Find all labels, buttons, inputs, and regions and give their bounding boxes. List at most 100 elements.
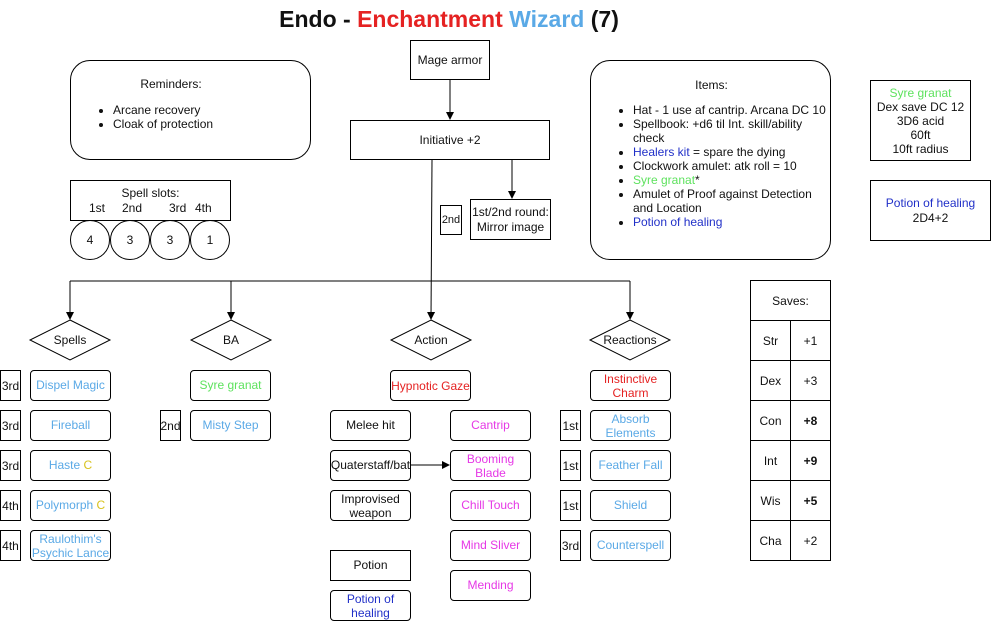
reaction-feather-fall[interactable]: Feather Fall <box>590 450 671 481</box>
save-value-proficient: +5 <box>790 480 831 521</box>
cantrip-name: Chill Touch <box>461 498 520 512</box>
save-stat: Wis <box>750 480 791 521</box>
slot-count-1st: 4 <box>70 220 110 260</box>
slot-count-3rd: 3 <box>150 220 190 260</box>
reaction-name: Shield <box>613 498 648 512</box>
action-potion-of-healing[interactable]: Potion of healing <box>330 590 411 621</box>
save-value: +3 <box>790 360 831 401</box>
spell-slots-title: Spell slots: <box>121 186 180 200</box>
title-separator: - <box>336 6 358 32</box>
syre-card-line: 10ft radius <box>892 141 949 156</box>
reaction-level-tag: 1st <box>560 450 581 481</box>
item-entry: Spellbook: +d6 til Int. skill/ability ch… <box>633 117 833 145</box>
spell-polymorph[interactable]: Polymorph C <box>30 490 111 521</box>
mage-armor-box: Mage armor <box>410 40 490 80</box>
ba-misty-step[interactable]: Misty Step <box>190 410 271 441</box>
reaction-name: Absorb Elements <box>605 411 656 440</box>
diamond-spells <box>28 319 112 361</box>
save-value: +1 <box>790 320 831 361</box>
cantrip-mending[interactable]: Mending <box>450 570 531 601</box>
save-stat: Dex <box>750 360 791 401</box>
cantrip-name: Booming Blade <box>466 451 515 480</box>
cantrip-name: Mind Sliver <box>460 538 521 552</box>
spell-level-tag: 4th <box>0 490 21 521</box>
reaction-level-tag: 1st <box>560 410 581 441</box>
potion-of-healing-card: Potion of healing 2D4+2 <box>870 180 991 241</box>
category-spells-label: Spells <box>53 333 87 347</box>
items-title: Items: <box>695 78 728 92</box>
cantrip-name: Cantrip <box>471 418 510 432</box>
spell-name: Dispel Magic <box>36 378 105 392</box>
reminder-item: Cloak of protection <box>113 117 213 131</box>
spell-name: Raulothim's Psychic Lance <box>31 531 110 560</box>
category-ba-label: BA <box>222 333 239 347</box>
reaction-instinctive-charm[interactable]: Instinctive Charm <box>590 370 671 401</box>
round-level-tag: 2nd <box>440 205 462 235</box>
page-title: Endo - Enchantment Wizard (7) <box>0 6 898 33</box>
save-value: +2 <box>790 520 831 561</box>
potion-card-title: Potion of healing <box>885 195 976 210</box>
item-entry: Syre granat* <box>633 173 833 187</box>
spell-dispel-magic[interactable]: Dispel Magic <box>30 370 111 401</box>
syre-granat-card: Syre granat Dex save DC 12 3D6 acid 60ft… <box>870 80 971 161</box>
reminders-panel: Reminders: Arcane recovery Cloak of prot… <box>70 60 311 160</box>
ba-syre-granat[interactable]: Syre granat <box>190 370 271 401</box>
save-stat: Int <box>750 440 791 481</box>
item-text: = spare the dying <box>689 145 786 159</box>
slot-count-4th: 1 <box>190 220 230 260</box>
spell-psychic-lance[interactable]: Raulothim's Psychic Lance <box>30 530 111 561</box>
cantrip-mind-sliver[interactable]: Mind Sliver <box>450 530 531 561</box>
spell-fireball[interactable]: Fireball <box>30 410 111 441</box>
spell-level-tag: 3rd <box>0 450 21 481</box>
item-entry: Potion of healing <box>633 215 833 229</box>
action-hypnotic-gaze[interactable]: Hypnotic Gaze <box>390 370 471 401</box>
spell-name: Fireball <box>50 418 91 432</box>
reaction-level-tag: 3rd <box>560 530 581 561</box>
save-stat: Con <box>750 400 791 441</box>
action-quarterstaff[interactable]: Quaterstaff/bat <box>330 450 411 481</box>
item-link-potion-of-healing[interactable]: Potion of healing <box>633 215 723 229</box>
spell-level-tag: 4th <box>0 530 21 561</box>
reaction-counterspell[interactable]: Counterspell <box>590 530 671 561</box>
concentration-tag: C <box>93 498 106 512</box>
reaction-shield[interactable]: Shield <box>590 490 671 521</box>
mirror-image-box: 1st/2nd round: Mirror image <box>470 199 551 240</box>
ba-level-tag: 2nd <box>160 410 181 441</box>
slot-level-label: 4th <box>195 201 212 215</box>
initiative-box: Initiative +2 <box>350 120 550 160</box>
cantrip-booming-blade[interactable]: Booming Blade <box>450 450 531 481</box>
syre-card-line: Dex save DC 12 <box>876 99 965 114</box>
item-text: Hat - 1 use af cantrip. Arcana DC 10 <box>633 103 826 117</box>
item-entry: Healers kit = spare the dying <box>633 145 833 159</box>
item-text: Clockwork amulet: atk roll = 10 <box>633 159 797 173</box>
item-link-syre-granat[interactable]: Syre granat <box>633 173 696 187</box>
diamond-reactions <box>588 319 672 361</box>
spell-level-tag: 3rd <box>0 370 21 401</box>
spell-haste[interactable]: Haste C <box>30 450 111 481</box>
spell-name: Polymorph <box>35 498 94 512</box>
ba-name: Misty Step <box>202 418 259 432</box>
item-entry: Hat - 1 use af cantrip. Arcana DC 10 <box>633 103 833 117</box>
action-improvised-weapon[interactable]: Improvised weapon <box>330 490 411 521</box>
reaction-name: Instinctive Charm <box>603 371 658 400</box>
syre-card-line: 3D6 acid <box>896 113 945 128</box>
items-panel: Items: Hat - 1 use af cantrip. Arcana DC… <box>590 60 831 260</box>
reaction-level-tag: 1st <box>560 490 581 521</box>
cantrip-chill-touch[interactable]: Chill Touch <box>450 490 531 521</box>
syre-card-title: Syre granat <box>889 85 952 100</box>
category-reactions-label: Reactions <box>603 333 657 347</box>
action-melee-hit[interactable]: Melee hit <box>330 410 411 441</box>
item-text: Spellbook: +d6 til Int. skill/ability ch… <box>633 117 803 145</box>
cantrip-name: Mending <box>467 578 514 592</box>
reaction-absorb-elements[interactable]: Absorb Elements <box>590 410 671 441</box>
action-name: Potion of healing <box>346 591 395 620</box>
save-value-proficient: +9 <box>790 440 831 481</box>
action-potion[interactable]: Potion <box>330 550 411 581</box>
item-link-healers-kit[interactable]: Healers kit <box>633 145 690 159</box>
cantrip-header[interactable]: Cantrip <box>450 410 531 441</box>
slot-count-2nd: 3 <box>110 220 150 260</box>
reaction-name: Feather Fall <box>598 458 663 472</box>
title-name: Endo <box>279 6 337 32</box>
item-entry: Amulet of Proof against Detection and Lo… <box>633 187 833 215</box>
spell-slots-panel: Spell slots: 1st 2nd 3rd 4th <box>70 180 231 221</box>
